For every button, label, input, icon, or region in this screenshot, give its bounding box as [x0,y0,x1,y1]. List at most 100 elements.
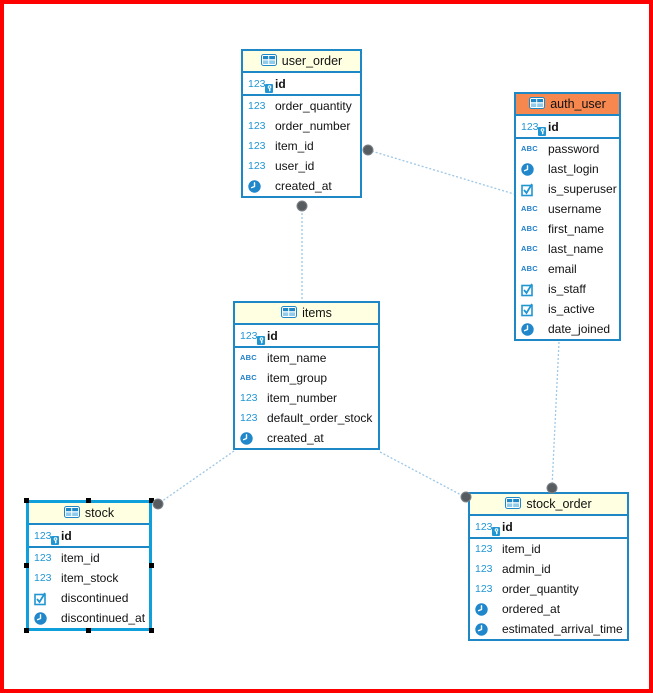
table-stock_order[interactable]: stock_order 123 id 123 item_id 123 admin… [468,492,629,641]
key-icon [538,126,546,136]
column-row[interactable]: ABC first_name [516,219,619,239]
column-row[interactable]: 123 item_id [470,539,627,559]
text-type-icon: ABC [521,204,538,213]
table-header[interactable]: stock [29,503,149,525]
table-icon [505,496,522,512]
column-name: created_at [267,431,324,445]
text-type-icon: ABC [240,353,257,362]
selection-handle[interactable] [149,628,154,633]
column-row[interactable]: last_login [516,159,619,179]
column-row[interactable]: ABC username [516,199,619,219]
column-row[interactable]: 123 order_quantity [243,96,360,116]
selection-handle[interactable] [86,628,91,633]
column-name: item_id [275,139,314,153]
relationship-anchor-dot[interactable] [362,144,374,156]
relationship-line-user_order-auth_user[interactable] [367,149,515,195]
clock-icon [521,322,543,336]
relationship-anchor-dot[interactable] [152,498,164,510]
number-pk-icon: 123 [34,530,59,545]
column-row[interactable]: is_superuser [516,179,619,199]
column-name: user_id [275,159,315,173]
pk-column-row[interactable]: 123 id [470,516,627,539]
column-row[interactable]: estimated_arrival_time [470,619,627,639]
table-title: stock_order [526,497,592,511]
column-row[interactable]: ABC item_name [235,348,378,368]
selection-handle[interactable] [24,498,29,503]
column-name: order_number [275,119,351,133]
table-auth_user[interactable]: auth_user 123 id ABC password last_login… [514,92,621,341]
checkbox-icon [521,183,543,196]
column-name: username [548,202,602,216]
table-header[interactable]: items [235,303,378,325]
column-row[interactable]: 123 item_id [243,136,360,156]
column-name: item_group [267,371,328,385]
column-row[interactable]: 123 user_id [243,156,360,176]
relationship-line-stock_order-items[interactable] [379,451,466,498]
text-type-icon: ABC [521,224,538,233]
clock-icon [521,162,543,176]
table-icon [260,53,277,69]
column-row[interactable]: 123 item_stock [29,568,149,588]
selection-handle[interactable] [86,498,91,503]
number-type-icon: 123 [240,412,258,424]
number-pk-icon: 123 [475,521,500,536]
table-items[interactable]: items 123 id ABC item_name ABC item_grou… [233,301,380,450]
table-header[interactable]: auth_user [516,94,619,116]
column-name: order_quantity [275,99,352,113]
column-row[interactable]: ABC password [516,139,619,159]
relationship-line-stock-items[interactable] [157,450,235,505]
table-icon [63,505,80,521]
column-row[interactable]: ordered_at [470,599,627,619]
column-row[interactable]: discontinued [29,588,149,608]
number-type-icon: 123 [34,552,52,564]
selection-handle[interactable] [149,562,154,568]
key-icon [257,335,265,345]
number-type-icon: 123 [240,392,258,404]
table-stock[interactable]: stock 123 id 123 item_id 123 item_stock … [24,498,154,633]
selection-handle[interactable] [24,562,29,568]
clock-icon [475,622,497,636]
column-name: ordered_at [502,602,561,616]
column-name: order_quantity [502,582,579,596]
pk-column-row[interactable]: 123 id [235,325,378,348]
column-row[interactable]: is_active [516,299,619,319]
column-name: item_name [267,351,327,365]
key-icon [51,535,59,545]
pk-column-row[interactable]: 123 id [243,73,360,96]
selection-handle[interactable] [24,628,29,633]
column-row[interactable]: is_staff [516,279,619,299]
pk-column-row[interactable]: 123 id [516,116,619,139]
column-row[interactable]: 123 order_number [243,116,360,136]
text-type-icon: ABC [521,264,538,273]
selection-handle[interactable] [149,498,154,503]
column-name: id [548,119,559,134]
column-row[interactable]: created_at [235,428,378,448]
column-row[interactable]: created_at [243,176,360,196]
pk-column-row[interactable]: 123 id [29,525,149,548]
table-user_order[interactable]: user_order 123 id 123 order_quantity 123… [241,49,362,198]
number-type-icon: 123 [248,140,266,152]
table-title: items [302,306,332,320]
column-row[interactable]: 123 order_quantity [470,579,627,599]
column-row[interactable]: ABC item_group [235,368,378,388]
column-name: date_joined [548,322,611,336]
column-row[interactable]: 123 item_number [235,388,378,408]
clock-icon [475,602,497,616]
relationship-line-stock_order-auth_user[interactable] [551,341,560,488]
column-row[interactable]: ABC email [516,259,619,279]
column-row[interactable]: discontinued_at [29,608,149,628]
number-type-icon: 123 [248,160,266,172]
relationship-anchor-dot[interactable] [296,200,308,212]
table-header[interactable]: stock_order [470,494,627,516]
column-row[interactable]: date_joined [516,319,619,339]
column-row[interactable]: ABC last_name [516,239,619,259]
column-name: discontinued_at [61,611,146,625]
column-name: is_active [548,302,595,316]
column-row[interactable]: 123 item_id [29,548,149,568]
column-row[interactable]: 123 admin_id [470,559,627,579]
text-type-icon: ABC [240,373,257,382]
column-name: last_login [548,162,599,176]
column-row[interactable]: 123 default_order_stock [235,408,378,428]
table-header[interactable]: user_order [243,51,360,73]
